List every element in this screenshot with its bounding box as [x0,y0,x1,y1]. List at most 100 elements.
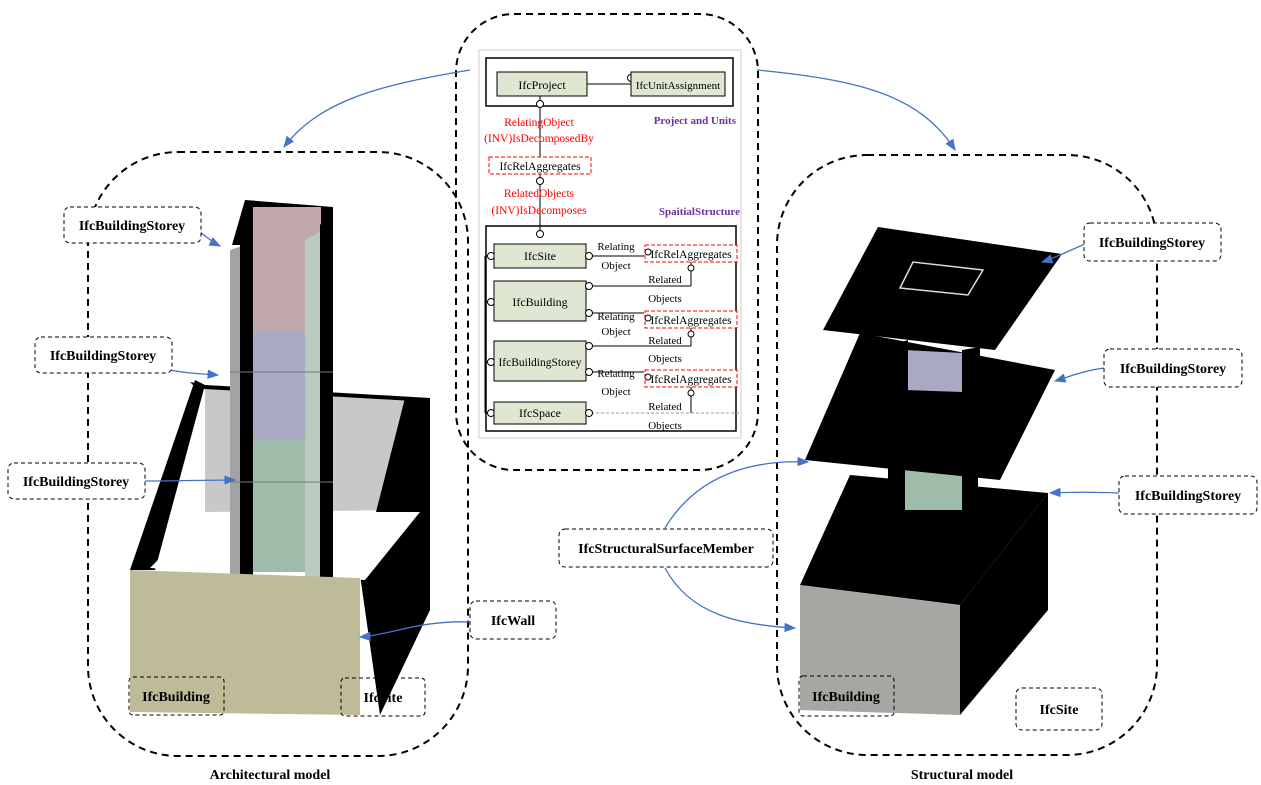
entity-space: IfcSpace [485,401,740,425]
ifc-project-box [496,71,588,97]
arrow-arch-wall [358,621,471,641]
svg-text:IfcBuildingStorey: IfcBuildingStorey [50,349,156,364]
arrow-arch-storey-3 [141,475,237,485]
svg-text:IfcBuilding: IfcBuilding [142,690,210,705]
entity-site-label: IfcSite [524,249,556,263]
rel-row-1-relating: Relating [597,241,635,253]
arrow-struct-storey-1 [1040,241,1091,264]
arrow-schema-to-architectural [283,69,471,148]
rel-row-1-object: Object [601,260,630,272]
struct-base-side [960,493,1048,715]
ifc-unit-assignment-label: IfcUnitAssignment [636,80,720,92]
svg-text:IfcBuildingStorey: IfcBuildingStorey [23,475,129,490]
rel-row-3-related: Related [648,401,682,413]
entity-building-storey: IfcBuildingStorey [485,340,593,382]
entity-building-storey-label: IfcBuildingStorey [498,357,581,369]
struct-lower-core [900,470,965,510]
project-units-frame [485,57,734,107]
arch-core-outer-black [240,200,255,575]
arrow-schema-to-structural [756,69,956,151]
arch-right-wall [360,398,430,715]
rel-row-3: IfcRelAggregates Relating Object Related… [592,368,738,432]
rel-row-2-relating: Relating [597,311,635,323]
svg-text:IfcSite: IfcSite [364,691,403,706]
arch-front-facade [130,570,360,715]
struct-lower-core-left [888,460,905,525]
svg-text:IfcBuildingStorey: IfcBuildingStorey [1099,236,1205,251]
structural-caption: Structural model [911,768,1013,783]
architectural-model [130,200,430,715]
struct-mid-slab [805,333,1055,480]
rel-row-2-object: Object [601,326,630,338]
struct-top-slab [823,227,1062,350]
arch-core-right-black [320,207,333,580]
arrow-surface-member-upper [664,456,810,529]
struct-site-label: IfcSite [1015,687,1103,731]
site-link-dot [536,230,544,238]
rel-row-2-objects: Objects [648,353,682,365]
rel-aggregates-dot [536,177,544,185]
struct-storey-label-3: IfcBuildingStorey [1118,475,1258,515]
struct-lower-core-right [962,462,978,535]
entity-building: IfcBuilding [485,280,593,322]
rel-row-1-related: Related [648,274,682,286]
architectural-group-outline [87,151,469,757]
svg-text:IfcBuildingStorey: IfcBuildingStorey [1135,489,1241,504]
arch-left-wall [130,380,205,570]
decomposition-link-dot [536,100,544,108]
project-units-title: Project and Units [654,115,737,127]
architectural-caption: Architectural model [210,768,331,783]
inv-is-decomposed-by-label: (INV)IsDecomposedBy [484,133,594,145]
svg-text:IfcSite: IfcSite [1040,703,1079,718]
relating-object-label: RelatingObject [504,117,574,129]
svg-text:IfcBuilding: IfcBuilding [812,690,880,705]
struct-storey-label-2: IfcBuildingStorey [1103,348,1243,388]
svg-text:IfcBuildingStorey: IfcBuildingStorey [1120,362,1226,377]
rel-aggregates-box [488,156,592,175]
spatial-structure-title: SpaitialStructure [659,206,740,218]
struct-upper-core [905,350,962,392]
rel-row-2-label: IfcRelAggregates [650,315,732,327]
arrow-surface-member-lower [664,567,797,633]
struct-storey-label-1: IfcBuildingStorey [1083,222,1222,262]
svg-text:IfcWall: IfcWall [491,614,535,629]
arrow-arch-storey-2 [169,369,220,379]
rel-row-2: IfcRelAggregates Relating Object Related… [592,310,738,365]
arch-site-label: IfcSite [340,677,426,717]
entity-building-label: IfcBuilding [512,295,567,309]
struct-base-front [800,585,960,715]
entity-site: IfcSite [485,243,593,269]
struct-upper-core-right [962,347,980,410]
struct-surface-member-label: IfcStructuralSurfaceMember [558,528,774,568]
arrow-struct-storey-2 [1053,367,1106,383]
ifc-project-label: IfcProject [518,78,566,92]
arch-storey-label-3: IfcBuildingStorey [7,462,146,500]
ifc-schema-panel: IfcProject IfcUnitAssignment Project and… [478,49,742,439]
svg-text:IfcStructuralSurfaceMember: IfcStructuralSurfaceMember [578,542,754,557]
structural-group-outline [776,154,1158,756]
arch-building-label: IfcBuilding [128,676,225,716]
rel-row-3-object: Object [601,386,630,398]
rel-row-3-label: IfcRelAggregates [650,374,732,386]
entity-space-label: IfcSpace [519,406,561,420]
rel-row-2-related: Related [648,335,682,347]
rel-row-1: IfcRelAggregates Relating Object Related… [592,241,738,305]
rel-row-3-objects: Objects [648,420,682,432]
arch-storey-label-2: IfcBuildingStorey [34,336,173,374]
arrow-struct-storey-3 [1048,487,1121,498]
arch-storey-label-1: IfcBuildingStorey [63,206,202,244]
inv-decomposes-label: (INV)IsDecomposes [491,205,587,217]
structural-model [800,227,1062,715]
struct-base-top [800,475,1048,605]
arch-core-right-inner [305,232,320,578]
struct-upper-core-left [893,340,908,407]
rel-aggregates-label: IfcRelAggregates [499,161,581,173]
arch-wall-label: IfcWall [469,600,557,640]
related-objects-label: RelatedObjects [504,188,575,200]
arrow-arch-storey-1 [199,231,222,247]
rel-row-1-objects: Objects [648,293,682,305]
svg-text:IfcBuildingStorey: IfcBuildingStorey [79,219,185,234]
ifc-unit-assignment-box [630,71,726,97]
schema-group-outline [455,13,759,471]
